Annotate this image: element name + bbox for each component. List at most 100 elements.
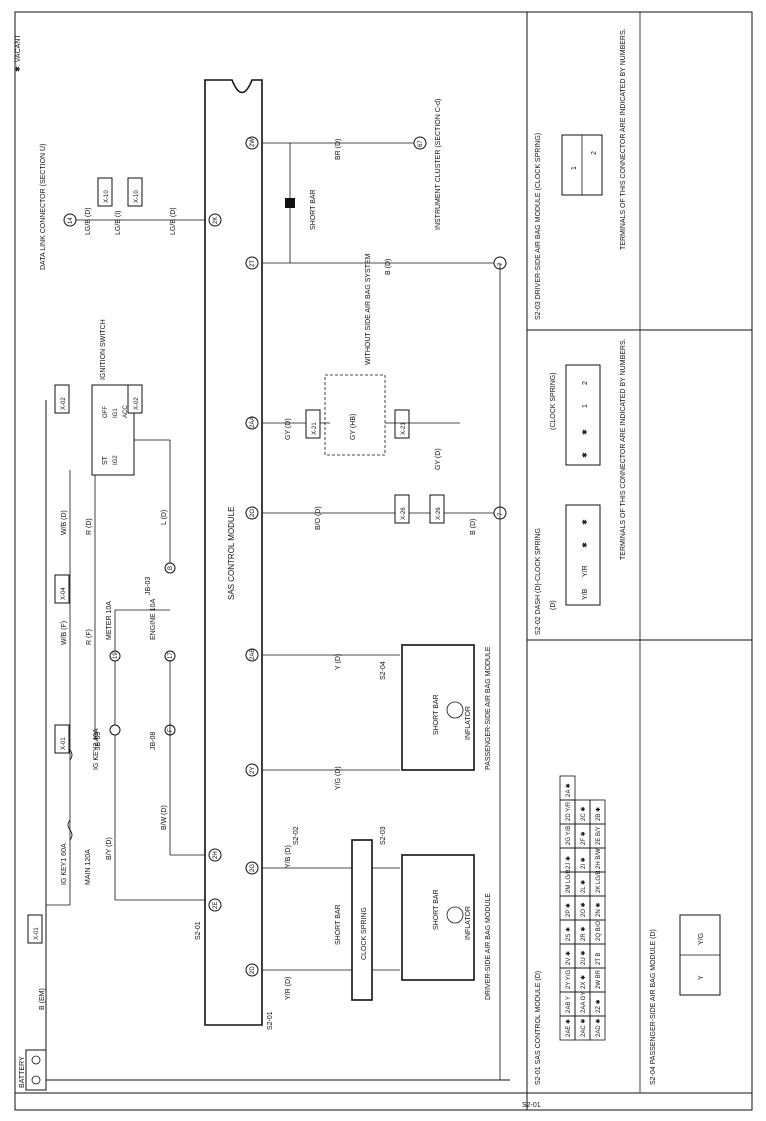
sas-control-module-box <box>204 79 263 1026</box>
s2-02-label: S2-02 <box>293 826 300 845</box>
terminal-2aa <box>245 416 259 430</box>
passenger-connector-title: S2-04 PASSENGER-SIDE AIR BAG MODULE (D) <box>650 929 657 1085</box>
s2-03-label: S2-03 <box>380 826 387 845</box>
driver-clock-pin-2: 2 <box>591 151 598 155</box>
sas-cell-label: 2R ✱ <box>580 927 587 941</box>
wire-r-d-label: R (D) <box>86 518 93 535</box>
connector-x04-label: X-04 <box>61 587 67 600</box>
wire-lgb-i-label: LG/B (I) <box>115 210 122 235</box>
wire-wb-f-label: W/B (F) <box>61 621 68 645</box>
ground-7b-label: 7 <box>498 262 504 266</box>
wire-r-f-label: R (F) <box>86 629 93 645</box>
dash-d-label: (D) <box>550 600 557 610</box>
sas-cell-label: 2B ✱ <box>595 807 602 821</box>
dash-d-pin-2: Y/R <box>582 565 589 577</box>
connector-x26a-label: X-26 <box>401 507 407 520</box>
sas-cell-label: 2W BR <box>596 969 602 989</box>
connector-x10b-tag <box>127 177 143 207</box>
terminal-2k <box>208 213 222 227</box>
connector-x10b-label: X-10 <box>134 190 140 203</box>
fuse-meter-label: METER 10A <box>106 601 113 640</box>
vacant-note: ✱: VACANT <box>14 34 22 72</box>
instrument-cluster-label: INSTRUMENT CLUSTER (SECTION C-d) <box>435 99 442 230</box>
ign-acc: ACC <box>123 405 129 418</box>
connector-x21b-label: X-21 <box>401 422 407 435</box>
sas-cell-label: 2N ✱ <box>595 903 602 917</box>
data-link-label: DATA LINK CONNECTOR (SECTION U) <box>40 144 47 270</box>
terminal-2w-label: 2W <box>250 138 256 147</box>
battery-terminal-minus <box>31 1075 41 1085</box>
dash-cs-pin-4: 2 <box>582 381 589 385</box>
dash-cs-pin-1: ✱ <box>581 452 589 458</box>
terminal-2o <box>245 506 259 520</box>
battery-wire-label: B (EM) <box>39 988 46 1010</box>
connector-x01b-tag <box>54 724 70 754</box>
fuse-meter-code: 19 <box>113 652 119 659</box>
terminal-2ab-label: 2AB <box>250 649 256 660</box>
sas-cell-label: 2F ✱ <box>580 831 587 845</box>
wire-bw-label: B/W (D) <box>161 805 168 830</box>
sas-cell-label: 2E B/Y <box>596 826 602 845</box>
ign-ig2: IG2 <box>113 455 119 465</box>
short-bar-block <box>285 198 295 208</box>
dash-cs-pin-3: 1 <box>582 404 589 408</box>
wire-yg-label: Y/G (D) <box>335 766 342 790</box>
ign-st: ST <box>102 455 109 465</box>
clock-spring-box <box>351 839 373 1001</box>
dash-clock-note: TERMINALS OF THIS CONNECTOR ARE INDICATE… <box>620 338 627 560</box>
terminal-2k-label: 2K <box>213 217 219 224</box>
dash-d-pin-3: ✱ <box>581 542 589 548</box>
sas-cell-label: 2AC ✱ <box>580 1019 587 1037</box>
sas-cell-label: 2I ✱ <box>580 857 587 869</box>
sas-cell-label: 2L ✱ <box>580 880 587 893</box>
wire-gy-label-1: GY (D) <box>285 418 292 440</box>
sas-cell-label: 2AD ✱ <box>595 1019 602 1037</box>
s2-01-label-a: S2-01 <box>195 921 202 940</box>
connector-x21b-tag <box>394 409 410 439</box>
fuse-symbol-1 <box>67 819 73 841</box>
sas-cell-label: 2H B/W <box>596 848 602 869</box>
wire-lgb-label-2: LG/B (D) <box>170 207 177 235</box>
without-side-label: WITHOUT SIDE AIR BAG SYSTEM <box>365 253 372 365</box>
passenger-module-label: PASSENGER-SIDE AIR BAG MODULE <box>485 646 492 770</box>
ign-ig1: IG1 <box>113 408 119 418</box>
terminal-2h-label: 2H <box>213 851 219 859</box>
driver-inflator-label: INFLATOR <box>465 906 472 940</box>
battery-terminal-plus <box>31 1055 41 1065</box>
clock-short-bar-label: SHORT BAR <box>335 904 342 945</box>
wire-br-label: BR (D) <box>335 139 342 160</box>
jb03-code: B <box>168 566 174 570</box>
wire-l-label: L (D) <box>161 510 168 525</box>
battery-symbol <box>25 1049 47 1091</box>
connector-x01b-label: X-01 <box>61 737 67 750</box>
sas-cell-label: 2AE ✱ <box>565 1019 572 1037</box>
fuse-engine-label: ENGINE 10A <box>150 598 157 640</box>
passenger-airbag-module-box <box>401 644 475 771</box>
without-side-airbag-box <box>324 374 386 456</box>
dash-clock-title: S2-02 DASH (D)-CLOCK SPRING <box>535 528 542 635</box>
dash-cs-connector <box>565 364 601 466</box>
terminal-2h <box>208 848 222 862</box>
dash-cs-label: (CLOCK SPRING) <box>550 372 557 430</box>
sas-cell-label: 2M LG/B <box>566 869 572 893</box>
fuse-ig-key1-label: IG KEY1 60A <box>61 843 68 885</box>
jb03-label: JB-03 <box>145 577 152 595</box>
terminal-2d-label: 2D <box>250 966 256 974</box>
sas-cell-label: 2G Y/B <box>566 826 572 845</box>
connector-x01-tag <box>27 914 43 944</box>
sas-cell-label: 2AB Y <box>566 996 572 1013</box>
passenger-short-bar-label: SHORT BAR <box>433 694 440 735</box>
passenger-inflator-label: INFLATOR <box>465 706 472 740</box>
fuse-engine-code: 17 <box>168 652 174 659</box>
connector-x10a-label: X-10 <box>104 190 110 203</box>
sas-cell-label: 2A ✱ <box>565 783 572 797</box>
top-short-bar-label: SHORT BAR <box>310 189 317 230</box>
page-frame <box>14 11 753 1111</box>
dash-d-pin-4: ✱ <box>581 519 589 525</box>
connector-x04-tag <box>54 574 70 604</box>
wire-y-label: Y (D) <box>335 654 342 670</box>
terminal-2g-label: 2G <box>250 864 256 872</box>
jb08-label: JB-08 <box>150 732 157 750</box>
